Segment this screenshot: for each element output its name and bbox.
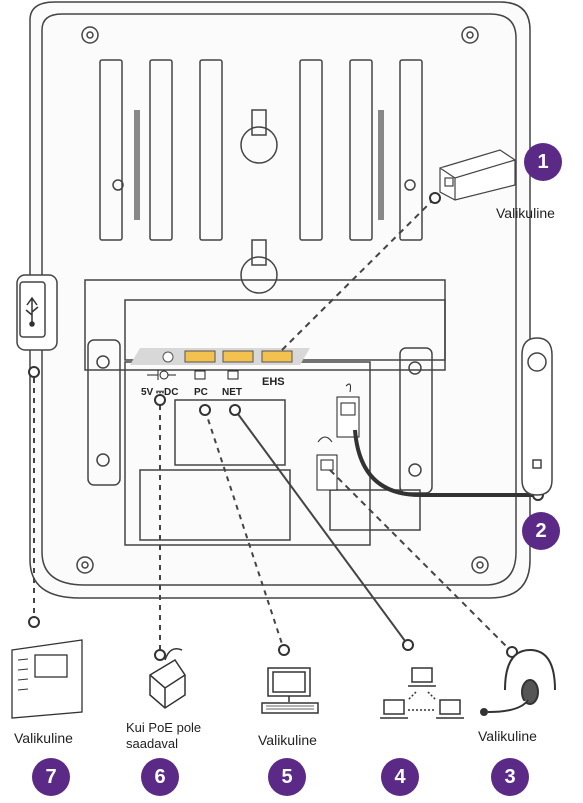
badge-accessory-7: 7 xyxy=(32,758,70,796)
port-label-ehs: EHS xyxy=(262,376,285,388)
badge-accessory-3: 3 xyxy=(491,758,529,796)
handset-cable xyxy=(353,429,538,497)
expansion-module-icon xyxy=(11,639,83,719)
power-adapter-icon xyxy=(149,648,186,709)
cables xyxy=(33,197,538,655)
ehs-cable xyxy=(281,197,436,351)
badge-accessory-2: 2 xyxy=(522,512,560,550)
caption-accessory-6: Kui PoE pole saadaval xyxy=(126,720,202,751)
port-symbols xyxy=(147,370,360,491)
network-icon xyxy=(380,667,464,719)
port-label-pc: PC xyxy=(194,387,208,398)
port-band xyxy=(130,348,310,365)
phone-back xyxy=(16,1,531,599)
port-label-net: NET xyxy=(222,387,242,398)
badge-accessory-6: 6 xyxy=(141,758,179,796)
caption-accessory-7: Valikuline xyxy=(14,730,73,746)
headset-cable xyxy=(329,469,513,653)
caption-accessory-1: Valikuline xyxy=(496,205,555,221)
badge-accessory-4: 4 xyxy=(381,758,419,796)
network-cable xyxy=(234,409,409,646)
usb-icon xyxy=(25,296,39,327)
ehs-adapter-icon xyxy=(439,149,516,201)
handset-icon xyxy=(521,337,553,496)
caption-accessory-5: Valikuline xyxy=(258,732,317,748)
caption-accessory-3: Valikuline xyxy=(478,728,537,744)
port-label-power: 5V ⎓DC xyxy=(141,387,178,398)
pc-cable xyxy=(204,409,285,651)
cable-end-points xyxy=(28,192,544,661)
badge-accessory-5: 5 xyxy=(268,758,306,796)
badge-accessory-1: 1 xyxy=(524,143,562,181)
headset-icon xyxy=(480,648,556,716)
computer-icon xyxy=(261,667,319,714)
